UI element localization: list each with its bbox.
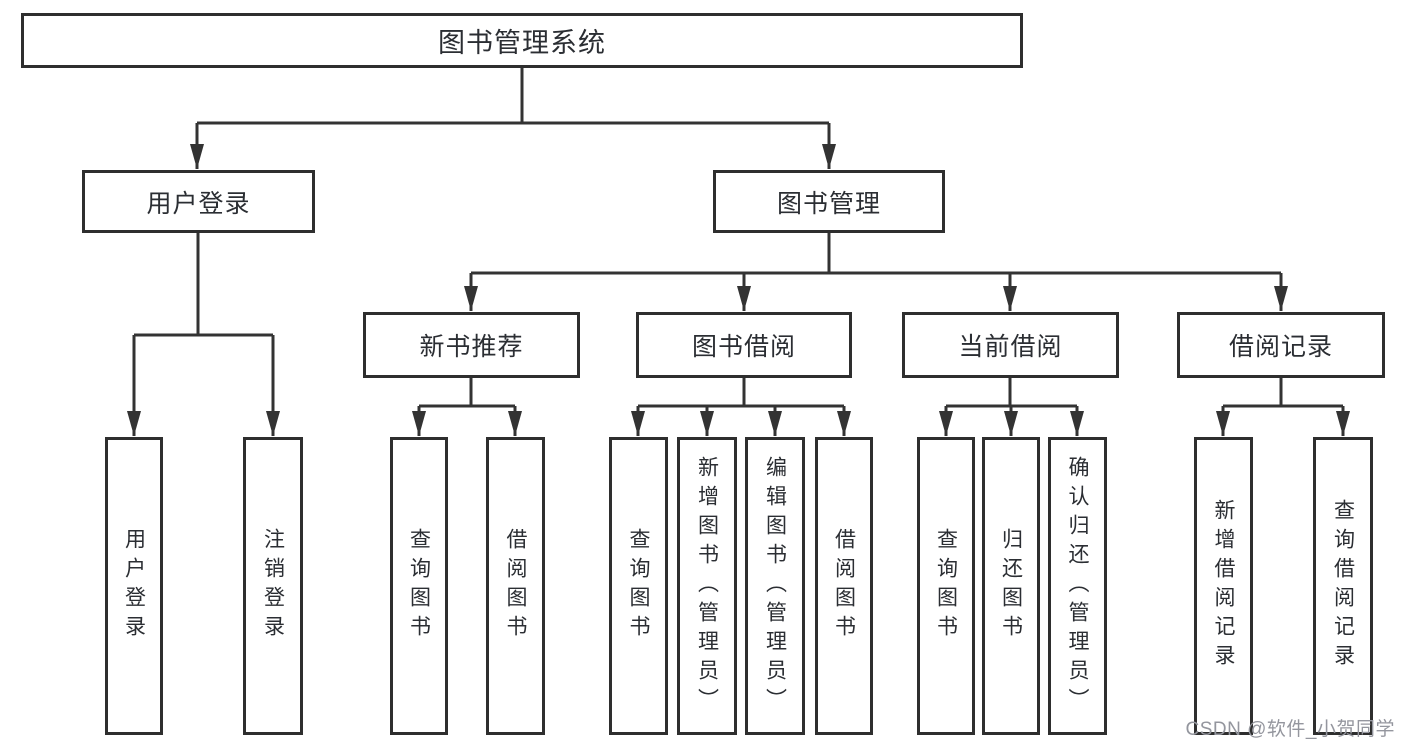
- leaf-confirm-return-admin-label: 确认归还（管理员）: [1066, 455, 1089, 717]
- leaf-query-books-borrow: 查询图书: [609, 437, 668, 735]
- leaf-logout: 注销登录: [243, 437, 303, 735]
- leaf-borrow-books-recommend-label: 借阅图书: [504, 528, 527, 644]
- node-library-system: 图书管理系统: [21, 13, 1023, 68]
- node-user-login-label: 用户登录: [146, 189, 251, 218]
- leaf-add-borrow-record: 新增借阅记录: [1194, 437, 1253, 735]
- leaf-edit-books-admin: 编辑图书（管理员）: [745, 437, 805, 735]
- leaf-query-books-borrow-label: 查询图书: [627, 528, 650, 644]
- leaf-borrow-books: 借阅图书: [815, 437, 873, 735]
- leaf-confirm-return-admin: 确认归还（管理员）: [1048, 437, 1107, 735]
- leaf-query-books-recommend-label: 查询图书: [407, 528, 431, 644]
- leaf-logout-label: 注销登录: [261, 528, 285, 644]
- leaf-query-books-current: 查询图书: [917, 437, 975, 735]
- leaf-add-books-admin: 新增图书（管理员）: [677, 437, 737, 735]
- leaf-add-books-admin-label: 新增图书（管理员）: [695, 455, 719, 717]
- node-book-borrow-label: 图书借阅: [691, 333, 796, 361]
- node-book-borrow: 图书借阅: [636, 312, 852, 378]
- leaf-user-login: 用户登录: [105, 437, 163, 735]
- node-current-borrow-label: 当前借阅: [958, 333, 1063, 361]
- leaf-query-borrow-record: 查询借阅记录: [1313, 437, 1373, 735]
- leaf-edit-books-admin-label: 编辑图书（管理员）: [763, 455, 787, 717]
- leaf-add-borrow-record-label: 新增借阅记录: [1212, 499, 1235, 673]
- leaf-query-books-current-label: 查询图书: [934, 528, 958, 644]
- node-new-book-recommend: 新书推荐: [363, 312, 580, 378]
- node-book-management: 图书管理: [713, 170, 945, 233]
- leaf-query-books-recommend: 查询图书: [390, 437, 448, 735]
- node-borrow-records: 借阅记录: [1177, 312, 1385, 378]
- csdn-watermark: CSDN @软件_小贺同学: [1185, 719, 1395, 740]
- leaf-query-borrow-record-label: 查询借阅记录: [1331, 499, 1355, 673]
- node-library-system-label: 图书管理系统: [438, 28, 606, 58]
- leaf-user-login-label: 用户登录: [122, 528, 146, 644]
- leaf-borrow-books-label: 借阅图书: [832, 528, 856, 644]
- node-new-book-recommend-label: 新书推荐: [419, 333, 524, 361]
- node-book-management-label: 图书管理: [776, 189, 881, 218]
- leaf-return-books: 归还图书: [982, 437, 1040, 735]
- node-user-login: 用户登录: [82, 170, 315, 233]
- node-borrow-records-label: 借阅记录: [1228, 333, 1333, 361]
- leaf-return-books-label: 归还图书: [999, 528, 1023, 644]
- leaf-borrow-books-recommend: 借阅图书: [486, 437, 545, 735]
- node-current-borrow: 当前借阅: [902, 312, 1119, 378]
